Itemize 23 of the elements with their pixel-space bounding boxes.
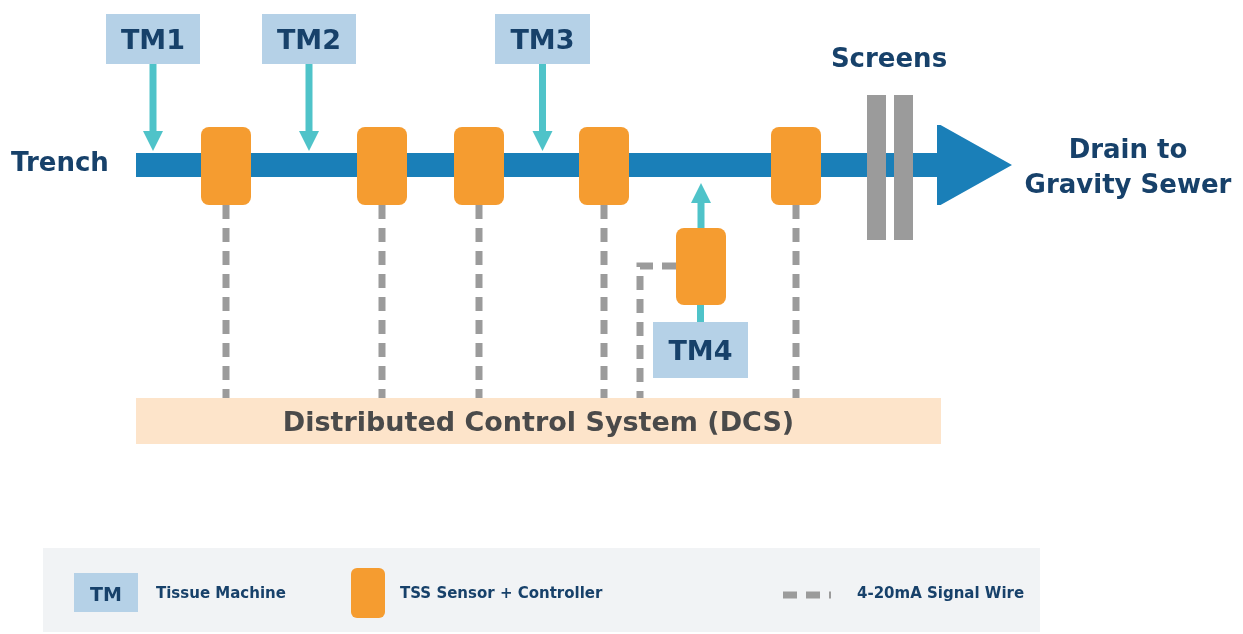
tissue-machine-box: TM3 — [495, 14, 590, 64]
tissue-machine-box: TM4 — [653, 322, 748, 378]
legend-abbreviation: TM — [89, 582, 123, 607]
signal-wire — [636, 262, 676, 398]
text-label: Trench — [10, 146, 110, 179]
text-label: Drain to Gravity Sewer — [1023, 133, 1233, 201]
signal-wire — [600, 205, 608, 398]
arrow — [691, 183, 711, 228]
arrow — [299, 64, 319, 151]
sensor-controller-box — [676, 228, 726, 305]
tissue-machine-box: TM1 — [106, 14, 200, 64]
tissue-machine-box: TM2 — [262, 14, 356, 64]
signal-wire — [792, 205, 800, 398]
screens-label: Screens — [826, 38, 952, 78]
arrow — [143, 64, 163, 151]
legend-text: TSS Sensor + Controller — [400, 584, 603, 602]
legend-text: 4-20mA Signal Wire — [857, 584, 1025, 602]
signal-wire — [222, 205, 230, 398]
signal-wire — [378, 205, 386, 398]
arrow — [532, 64, 553, 151]
signal-wire — [475, 205, 483, 398]
legend-text: Tissue Machine — [156, 584, 286, 602]
control-system-band: Distributed Control System (DCS) — [136, 398, 941, 444]
